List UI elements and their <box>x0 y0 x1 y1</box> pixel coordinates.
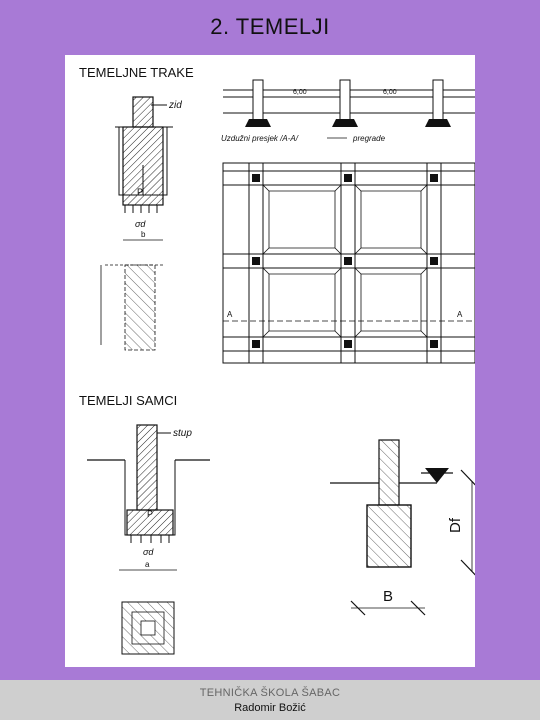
strip-section-title: TEMELJNE TRAKE <box>79 65 194 80</box>
strip-plan-view <box>100 264 165 351</box>
author-name: Radomir Božić <box>234 702 306 714</box>
width-label: B <box>383 588 393 605</box>
strip-grid-plan: 6,00 6,00 Uzdužni presjek /A-A/ pregrade <box>221 79 476 364</box>
footing-schematic: Df B <box>330 439 484 616</box>
isolated-width-label: a <box>145 560 150 569</box>
grid-dim-2: 6,00 <box>383 89 397 96</box>
partition-label: pregrade <box>352 134 386 143</box>
section-marker-left: A <box>227 310 233 319</box>
school-name: TEHNIČKA ŠKOLA ŠABAC <box>199 687 341 699</box>
drawing-sheet: TEMELJNE TRAKE zid P σd b <box>65 55 484 667</box>
strip-foundation-section: zid P σd b <box>115 96 182 241</box>
isolated-footing-section: stup P σd a <box>87 424 210 571</box>
section-label: Uzdužni presjek /A-A/ <box>221 134 299 143</box>
strip-stress-label: σd <box>135 219 146 229</box>
isolated-load-label: P <box>147 509 153 519</box>
isolated-section-title: TEMELJI SAMCI <box>79 393 177 408</box>
wall-label: zid <box>168 100 182 111</box>
grid-dim-1: 6,00 <box>293 89 307 96</box>
slide-title: 2. TEMELJI <box>210 14 330 39</box>
strip-load-label: P <box>137 187 143 197</box>
footer-bar <box>0 680 540 720</box>
isolated-footing-plan <box>121 601 175 655</box>
section-marker-right: A <box>457 310 463 319</box>
strip-width-label: b <box>141 230 146 239</box>
water-level-icon <box>425 468 449 483</box>
drawing-canvas: TEMELJNE TRAKE zid P σd b <box>79 65 484 655</box>
isolated-stress-label: σd <box>143 547 154 557</box>
depth-label: Df <box>447 517 464 533</box>
column-label: stup <box>173 428 192 439</box>
